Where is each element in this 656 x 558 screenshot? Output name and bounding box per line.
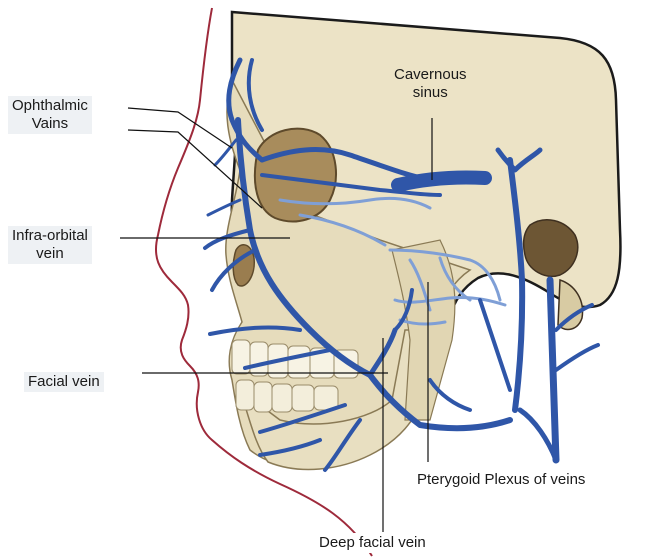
label-infraorbital-vein: Infra-orbital vein (8, 226, 92, 264)
label-infraorbital-line2: vein (12, 245, 88, 263)
label-facial-vein: Facial vein (24, 372, 104, 392)
leader-ophthalmic-1 (128, 108, 232, 148)
label-pterygoid-plexus: Pterygoid Plexus of veins (414, 470, 588, 490)
label-cavernous-sinus: Cavernous sinus (394, 66, 467, 102)
label-infraorbital-line1: Infra-orbital (12, 227, 88, 245)
ear-region (524, 220, 578, 277)
label-cavernous-line2: sinus (394, 84, 467, 102)
label-ophthalmic-line2: Vains (12, 115, 88, 133)
label-ophthalmic-veins: Ophthalmic Vains (8, 96, 92, 134)
label-deep-facial-vein: Deep facial vein (316, 533, 429, 553)
label-cavernous-line1: Cavernous (394, 66, 467, 84)
label-ophthalmic-line1: Ophthalmic (12, 97, 88, 115)
